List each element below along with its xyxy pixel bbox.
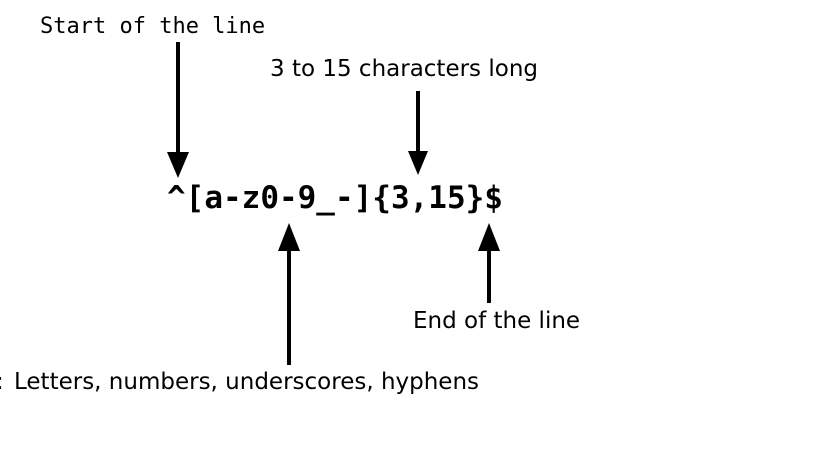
annotation-label-start-of-line: Start of the line [40, 14, 266, 39]
arrow-down-start-of-line-icon [167, 42, 189, 178]
regex-expression: ^[a-z0-9_-]{3,15}$ [167, 180, 503, 216]
clipped-left-glyph: : [0, 371, 4, 394]
arrow-up-end-of-line-icon [478, 223, 500, 303]
annotation-label-length-range: 3 to 15 characters long [270, 56, 538, 82]
annotation-label-character-class: Letters, numbers, underscores, hyphens [14, 369, 480, 395]
annotation-label-end-of-line: End of the line [413, 308, 581, 334]
arrow-down-length-range-icon [408, 91, 428, 175]
arrow-up-character-class-icon [278, 223, 300, 365]
